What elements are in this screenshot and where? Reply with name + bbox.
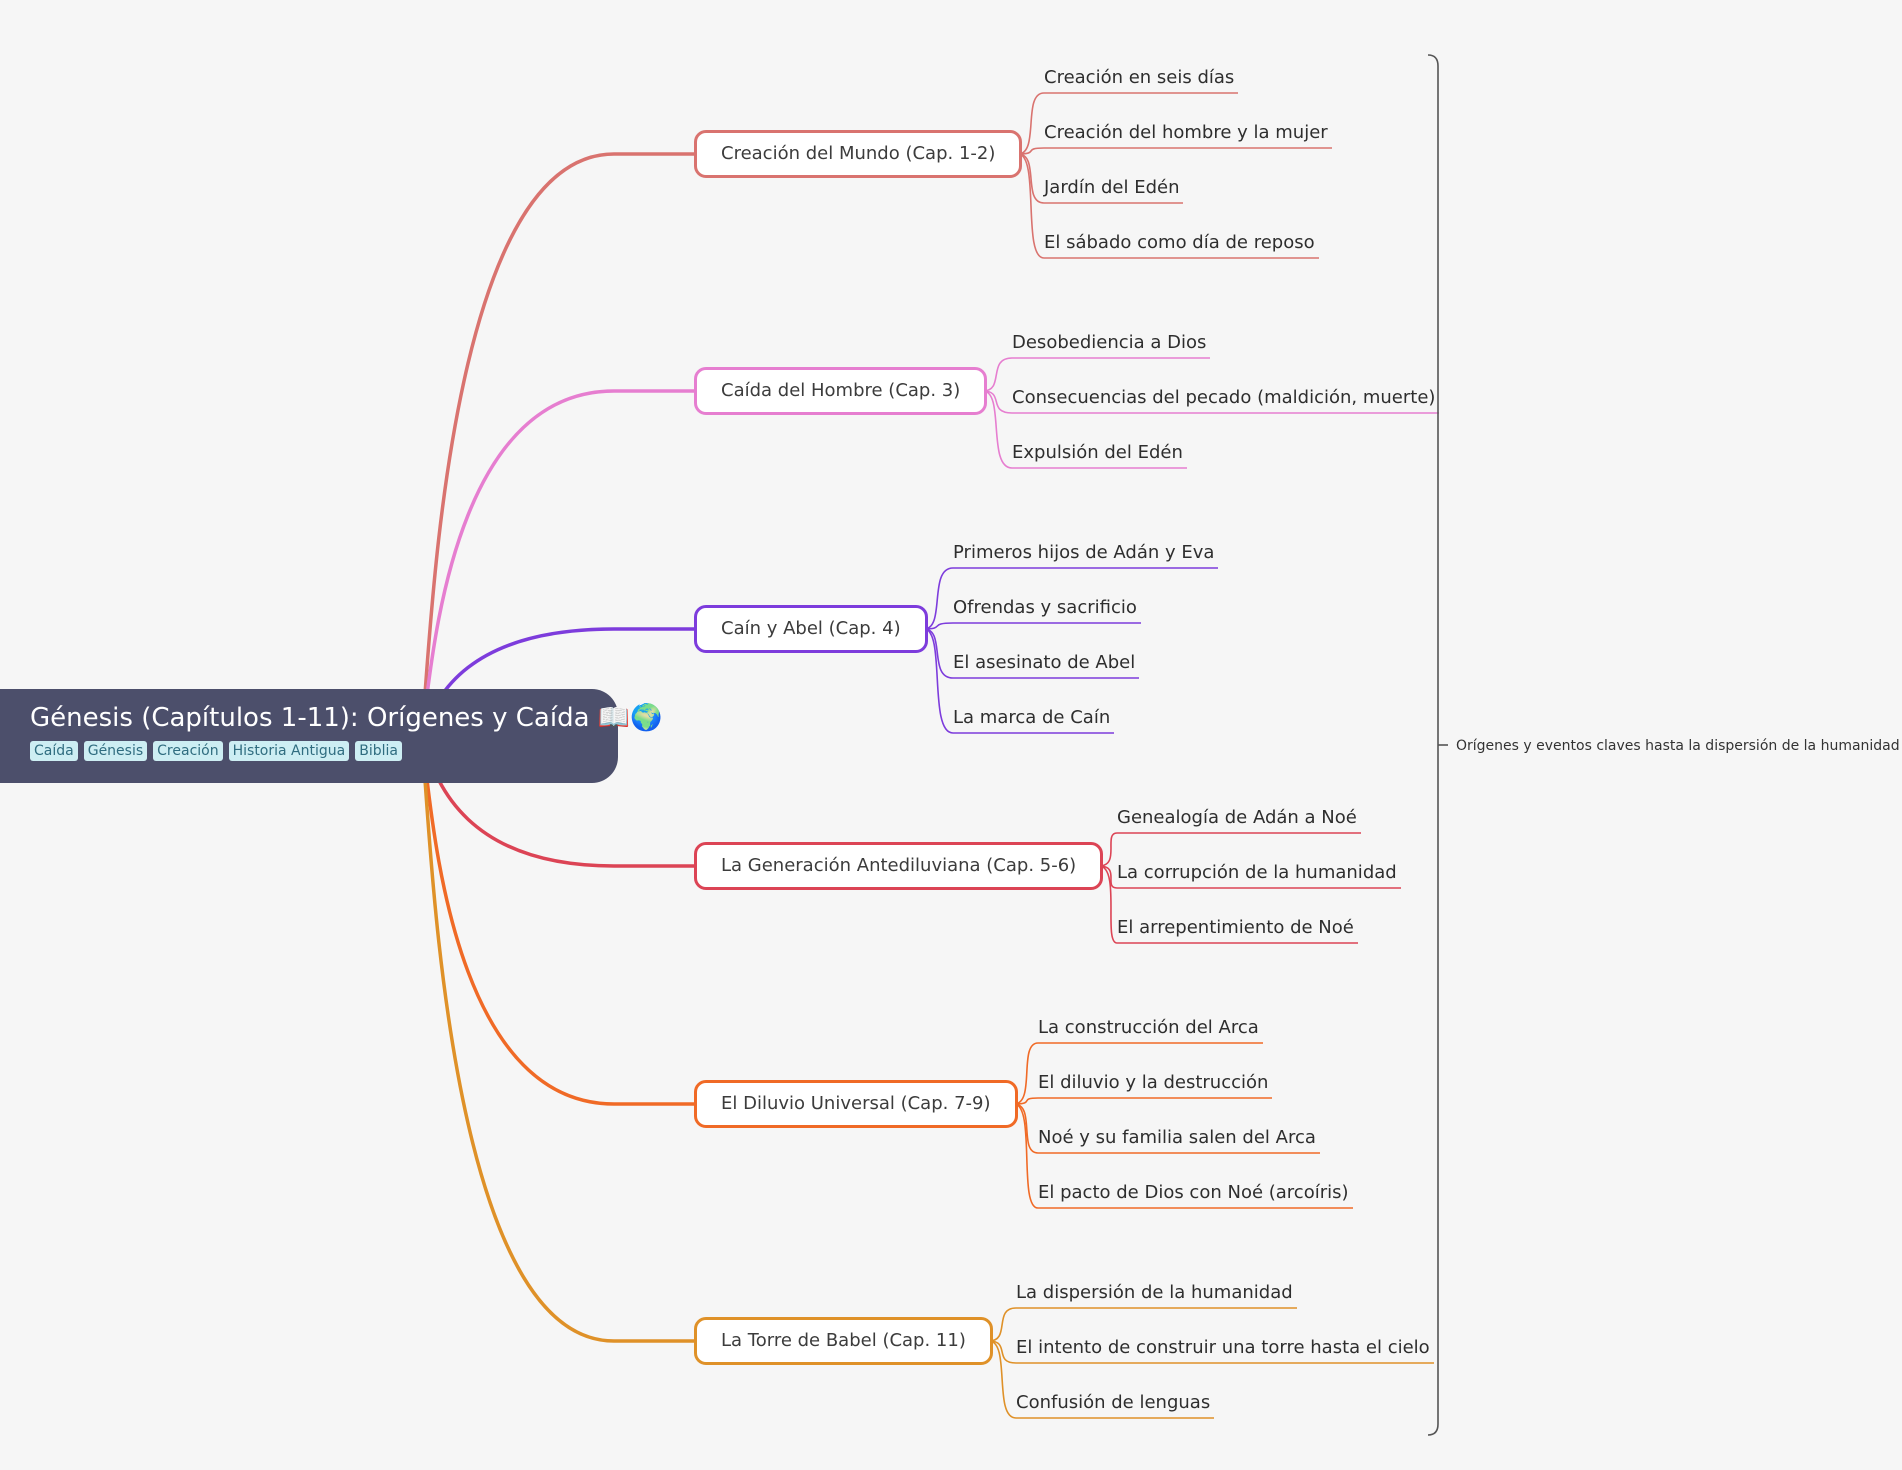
- leaf-pacto-arcoiris[interactable]: El pacto de Dios con Noé (arcoíris): [1038, 1182, 1349, 1203]
- leaf-expulsion-eden[interactable]: Expulsión del Edén: [1012, 442, 1183, 463]
- branch-connector: [418, 389, 694, 738]
- leaf-connector: [1017, 153, 1183, 204]
- leaf-connector: [923, 567, 1218, 630]
- leaf-connector: [1098, 865, 1358, 944]
- leaf-sabado-reposo[interactable]: El sábado como día de reposo: [1044, 232, 1315, 253]
- tag-historia-antigua[interactable]: Historia Antigua: [228, 741, 350, 761]
- leaf-connector: [982, 390, 1187, 469]
- leaf-connector: [982, 357, 1210, 392]
- leaf-connector: [982, 390, 1439, 414]
- leaf-connector: [923, 622, 1141, 630]
- leaf-jardin-eden[interactable]: Jardín del Edén: [1044, 177, 1180, 198]
- leaf-construccion-arca[interactable]: La construcción del Arca: [1038, 1017, 1259, 1038]
- leaf-connector: [1098, 865, 1401, 889]
- root-title: Génesis (Capítulos 1-11): Orígenes y Caí…: [30, 703, 663, 733]
- leaf-desobediencia[interactable]: Desobediencia a Dios: [1012, 332, 1207, 353]
- leaf-connector: [1013, 1103, 1353, 1209]
- leaf-connector: [1098, 832, 1361, 867]
- tag-biblia[interactable]: Biblia: [355, 741, 402, 761]
- summary-label: Orígenes y eventos claves hasta la dispe…: [1456, 738, 1900, 754]
- leaf-asesinato-abel[interactable]: El asesinato de Abel: [953, 652, 1136, 673]
- branch-diluvio-universal[interactable]: El Diluvio Universal (Cap. 7-9): [694, 1080, 1018, 1128]
- leaf-connector: [988, 1340, 1434, 1364]
- branch-connector: [418, 734, 694, 1343]
- branch-generacion-antediluviana[interactable]: La Generación Antediluviana (Cap. 5-6): [694, 842, 1104, 890]
- leaf-connector: [1013, 1097, 1272, 1105]
- branch-caida-del-hombre[interactable]: Caída del Hombre (Cap. 3): [694, 367, 988, 415]
- leaf-diluvio-destruccion[interactable]: El diluvio y la destrucción: [1038, 1072, 1269, 1093]
- branch-connector: [418, 152, 694, 738]
- tag-creacion[interactable]: Creación: [153, 741, 223, 761]
- leaf-consecuencias-pecado[interactable]: Consecuencias del pecado (maldición, mue…: [1012, 387, 1436, 408]
- leaf-connector: [923, 628, 1114, 734]
- leaf-connector: [923, 628, 1139, 679]
- root-topic[interactable]: Génesis (Capítulos 1-11): Orígenes y Caí…: [0, 689, 663, 783]
- tag-list: Caída Génesis Creación Historia Antigua …: [30, 741, 618, 761]
- leaf-primeros-hijos[interactable]: Primeros hijos de Adán y Eva: [953, 542, 1215, 563]
- leaf-creacion-hombre-mujer[interactable]: Creación del hombre y la mujer: [1044, 122, 1328, 143]
- leaf-confusion-lenguas[interactable]: Confusión de lenguas: [1016, 1392, 1211, 1413]
- leaf-corrupcion[interactable]: La corrupción de la humanidad: [1117, 862, 1397, 883]
- tag-caida[interactable]: Caída: [30, 741, 78, 761]
- leaf-arrepentimiento-noe[interactable]: El arrepentimiento de Noé: [1117, 917, 1354, 938]
- leaf-marca-cain[interactable]: La marca de Caín: [953, 707, 1111, 728]
- branch-creacion-del-mundo[interactable]: Creación del Mundo (Cap. 1-2): [694, 130, 1023, 178]
- leaf-connector: [1013, 1042, 1263, 1105]
- branch-connector: [418, 734, 694, 1106]
- leaf-connector: [988, 1307, 1297, 1342]
- leaf-genealogia[interactable]: Genealogía de Adán a Noé: [1117, 807, 1357, 828]
- leaf-noe-salen-arca[interactable]: Noé y su familia salen del Arca: [1038, 1127, 1316, 1148]
- leaf-creacion-seis-dias[interactable]: Creación en seis días: [1044, 67, 1235, 88]
- tag-genesis[interactable]: Génesis: [83, 741, 148, 761]
- branch-torre-de-babel[interactable]: La Torre de Babel (Cap. 11): [694, 1317, 993, 1365]
- leaf-intento-torre[interactable]: El intento de construir una torre hasta …: [1016, 1337, 1430, 1358]
- leaf-connector: [988, 1340, 1214, 1419]
- leaf-connector: [1017, 153, 1319, 259]
- leaf-connector: [1017, 147, 1332, 155]
- leaf-ofrendas[interactable]: Ofrendas y sacrificio: [953, 597, 1137, 618]
- leaf-dispersion[interactable]: La dispersión de la humanidad: [1016, 1282, 1293, 1303]
- summary-bracket: [1427, 54, 1439, 1436]
- branch-cain-y-abel[interactable]: Caín y Abel (Cap. 4): [694, 605, 928, 653]
- leaf-connector: [1013, 1103, 1320, 1154]
- leaf-connector: [1017, 92, 1238, 155]
